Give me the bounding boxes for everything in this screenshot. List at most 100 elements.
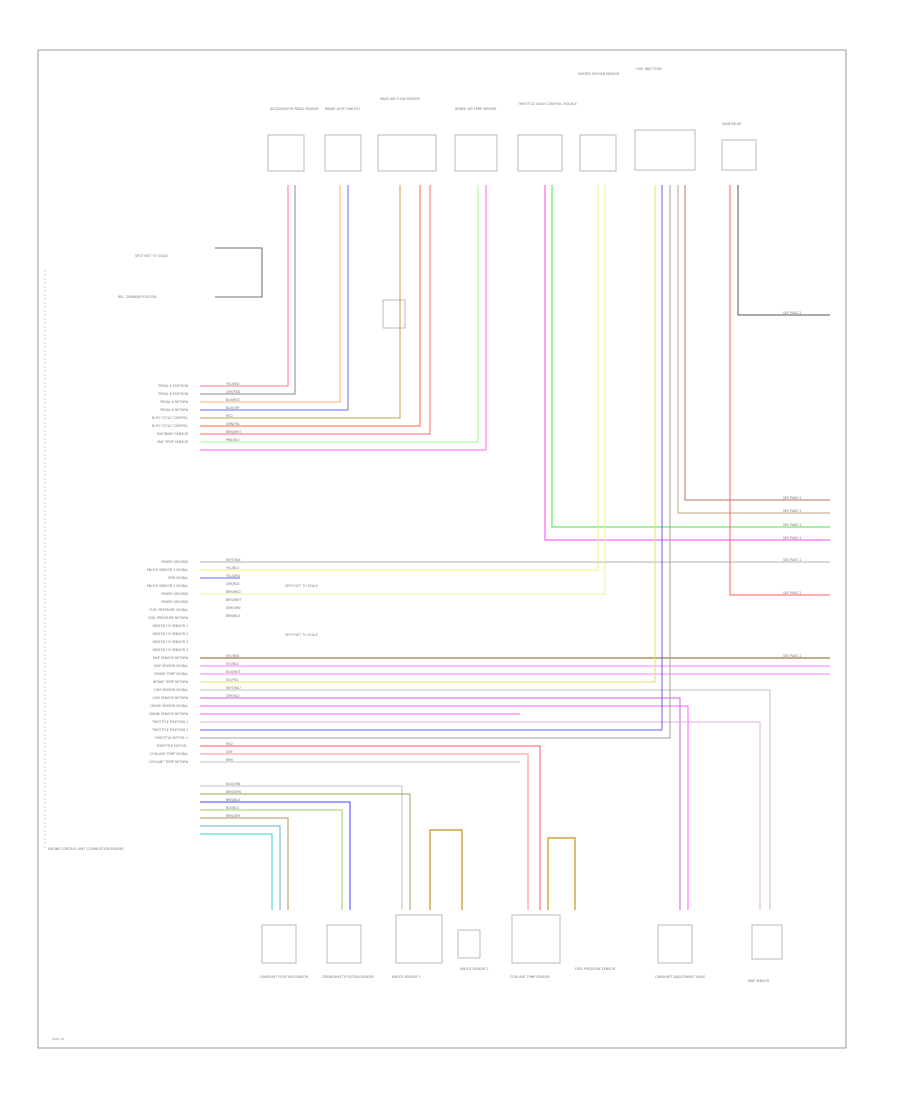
wire [544,185,830,541]
wire-label: GRY/RED [226,390,241,394]
pin-label: COOLANT TEMP RETURN [149,760,189,764]
wire-label: GRY [226,750,232,754]
pin-label: INTAKE TEMP SIGNAL [154,672,188,676]
right-ref: SEE PAGE 2 [783,523,801,527]
wire-label: BLK/WHT [226,670,241,674]
wire-label: GRY/GRN [226,606,241,610]
wire-label: BRN/GRN [226,790,242,794]
pin-label: KNOCK SENSOR 2 SIGNAL [147,584,189,588]
pin-label: MAF/BARO SENSOR [157,432,189,436]
pin-label: KNOCK SENSOR 1 SIGNAL [147,568,189,572]
wire [551,185,830,528]
pin-label: THROTTLE POSITION 1 [151,720,188,724]
wire-label: BRN/GRY [226,814,240,818]
wire [200,817,289,910]
wire [200,185,431,435]
page-label: 0001-01 [52,1037,65,1041]
sensor-label-1: SPOT NOT TO SCALE [285,584,318,588]
pin-label: INTAKE TEMP RETURN [153,680,189,684]
wire [684,185,830,501]
top-comp-label-2: MASS AIR FLOW SENSOR [380,97,420,101]
wire [737,185,830,316]
wire [200,745,541,910]
bottom-comp-label-6: CAMSHAFT ADJUSTMENT VALVE [655,975,705,979]
pin-label: CRANK SENSOR RETURN [149,712,189,716]
wire [200,785,403,910]
right-ref: SEE PAGE 2 [783,558,801,562]
right-references: SEE PAGE 2 SEE PAGE 2 SEE PAGE 2 SEE PAGE 2… [783,311,801,658]
wire [200,705,689,910]
wire [200,185,656,683]
ground-label: SPOT NOT TO SCALE [135,254,168,258]
pin-label: THROTTLE MOTOR - [155,744,188,748]
wire-label: BLK/BLU [226,806,240,810]
wire-label: GRY/BLU [226,694,240,698]
rel-label: REL. DEMAND POSITION [118,295,157,299]
wire-label: VIO/RED [226,654,240,658]
top-comp-label-5: HEATED OXYGEN SENSOR [578,72,620,76]
top-comp-label-3: INTAKE AIR TEMP SENSOR [455,107,497,111]
wire-label: VIO/YEL [226,678,239,682]
wire-label: BRN/BLU [226,614,241,618]
bottom-comp-label-2: KNOCK SENSOR 1 [392,975,421,979]
bottom-comp-label-5: FUEL PRESSURE SENSOR [575,967,616,971]
wire [200,185,296,395]
wire-label: BRN/BLU [226,798,241,802]
pin-label: HEATED O2 SENSOR 1 [152,624,188,628]
wire-label: BRN/WHT [226,430,241,434]
pin-label: POWER GROUND [161,560,189,564]
wire [200,185,401,419]
pin-label: DUTY CYCLE CONTROL [152,416,188,420]
bottom-comp-label-1: CRANKSHAFT POSITION SENSOR [322,975,374,979]
right-ref: SEE PAGE 2 [783,311,801,315]
wire [200,753,529,910]
sensor-label-2: SPOT NOT TO SCALE [285,633,318,637]
pin-label: PEDAL A POSITION [158,384,188,388]
wire-label: BRN [226,758,233,762]
top-comp-label-6: FUEL INJECTORS [636,67,662,71]
pin-label: POWER GROUND [161,592,189,596]
pin-label: MAP SENSOR RETURN [153,656,189,660]
wire [200,185,606,595]
wire-label: RED [226,414,233,418]
main-module-label: ENGINE CONTROL UNIT (COMBUSTION ENGINE) [48,847,124,851]
top-comp-label-7: MAIN RELAY [722,122,741,126]
pin-label: HEATED O2 SENSOR 2 [152,632,188,636]
pin-label: PEDAL A RETURN [160,400,188,404]
wire [429,829,463,910]
wire [677,185,830,514]
right-ref: SEE PAGE 2 [783,654,801,658]
wires [200,185,830,910]
pin-label: CAM SENSOR SIGNAL [154,688,188,692]
wire-label: WHT/BLU [226,686,241,690]
wire [200,689,771,910]
wire [200,185,663,731]
wire-label: BRN/WHT [226,598,241,602]
right-ref: SEE PAGE 2 [783,591,801,595]
bottom-comp-label-0: CAMSHAFT POSITION SENSOR [260,975,309,979]
pin-label: MAP SENSOR SIGNAL [154,664,188,668]
wire [200,825,281,910]
wire-label: BRN/RED [226,590,241,594]
pin-label: CRANK SENSOR SIGNAL [150,704,188,708]
wire [200,185,599,571]
right-ref: SEE PAGE 2 [783,536,801,540]
pin-label: COOLANT TEMP SIGNAL [150,752,188,756]
wire [200,697,681,910]
wire-label: YEL/RED [226,382,240,386]
pin-label: HEATED O2 SENSOR 3 [152,640,188,644]
wire [729,185,830,596]
wire-label: WHT/BLK [226,558,242,562]
pin-label: POWER GROUND [161,600,189,604]
pin-label: DUTY CYCLE CONTROL [152,424,188,428]
bottom-comp-label-4: COOLANT TEMP SENSOR [510,975,550,979]
bottom-components: CAMSHAFT POSITION SENSOR CRANKSHAFT POSI… [260,914,783,983]
right-ref: SEE PAGE 2 [783,509,801,513]
wire [547,837,576,910]
top-comp-label-1: BRAKE LIGHT SWITCH [325,107,360,111]
bottom-comp-label-7: MAP SENSOR [748,979,770,983]
top-comp-label-4: THROTTLE VALVE CONTROL MODULE [517,102,577,106]
